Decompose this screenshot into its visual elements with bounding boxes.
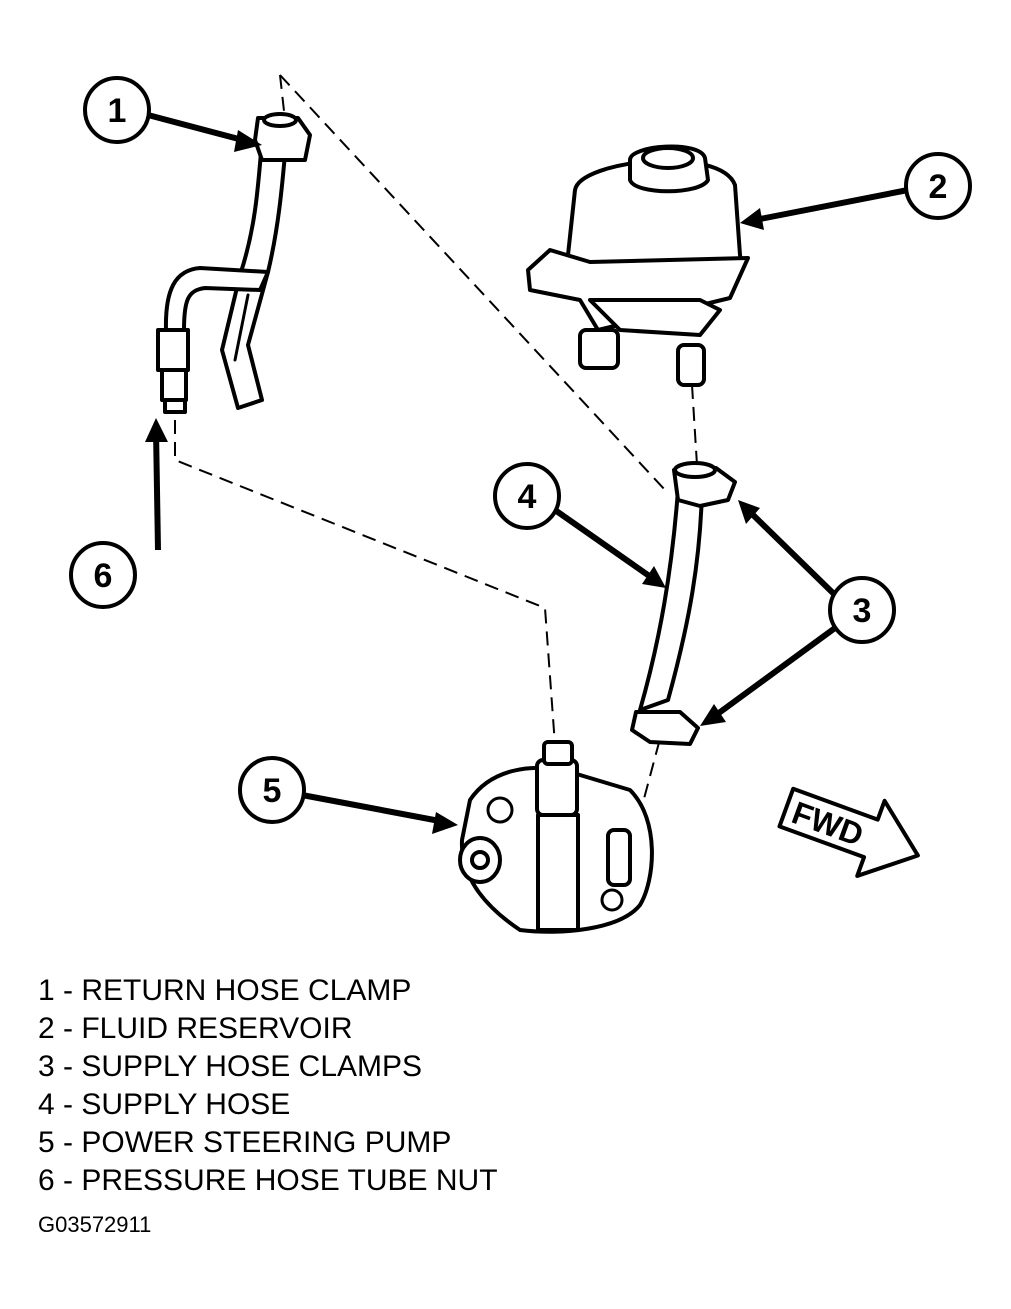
- forward-direction-arrow: FWD: [777, 786, 920, 878]
- legend-item: 4 - SUPPLY HOSE: [38, 1088, 291, 1121]
- callout-5: 5: [238, 756, 306, 824]
- supply-hose-clamp-lower: [630, 710, 700, 746]
- pressure-hose-tube: [156, 266, 270, 414]
- supply-hose-clamp-upper: [672, 461, 737, 508]
- callout-1: 1: [83, 76, 151, 144]
- alignment-lines: [174, 74, 698, 871]
- legend-item: 3 - SUPPLY HOSE CLAMPS: [38, 1050, 423, 1083]
- parts-legend: 1 - RETURN HOSE CLAMP 2 - FLUID RESERVOI…: [38, 972, 498, 1200]
- leader-arrows: [145, 112, 909, 834]
- callout-3: 3: [828, 576, 896, 644]
- callout-number: 3: [853, 592, 872, 630]
- callout-number: 1: [108, 92, 127, 130]
- callout-number: 6: [94, 557, 113, 595]
- callout-number: 2: [929, 168, 948, 206]
- callout-4: 4: [493, 462, 561, 530]
- return-hose-clamp: [253, 112, 312, 162]
- legend-item: 1 - RETURN HOSE CLAMP: [38, 974, 412, 1007]
- callout-6: 6: [69, 541, 137, 609]
- fluid-reservoir: [526, 144, 750, 387]
- legend-item: 6 - PRESSURE HOSE TUBE NUT: [38, 1164, 498, 1197]
- callout-2: 2: [904, 152, 972, 220]
- supply-hose: [638, 488, 704, 712]
- legend-item: 2 - FLUID RESERVOIR: [38, 1012, 353, 1045]
- power-steering-pump: [458, 740, 654, 934]
- callout-number: 5: [263, 772, 282, 810]
- callout-number: 4: [518, 478, 537, 516]
- legend-item: 5 - POWER STEERING PUMP: [38, 1126, 452, 1159]
- figure-id: G03572911: [38, 1212, 152, 1237]
